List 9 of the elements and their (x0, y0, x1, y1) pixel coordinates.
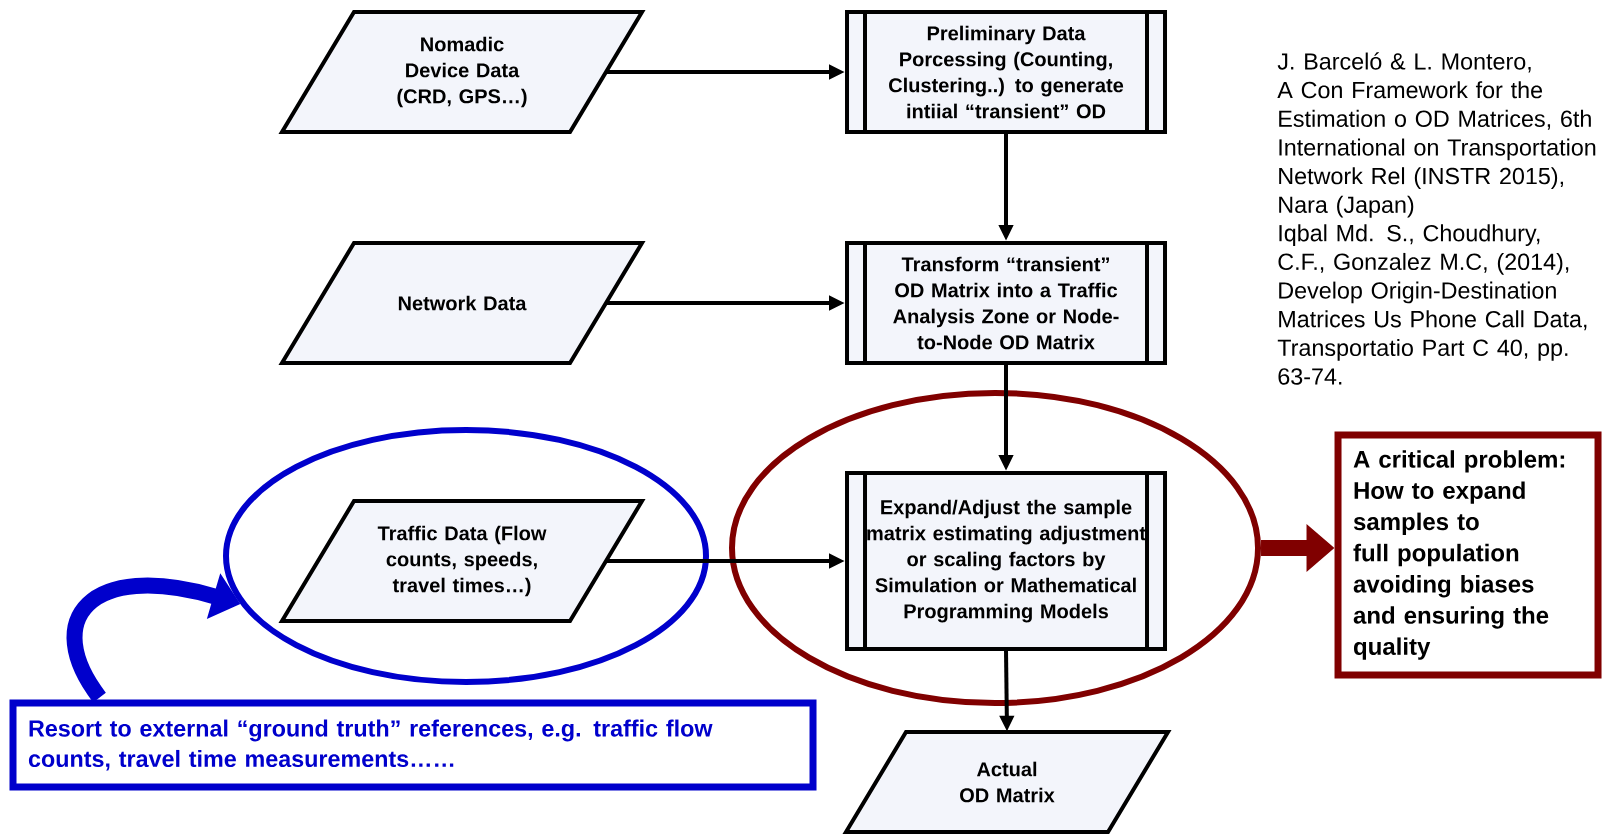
callout-box: A critical problem: How to expand samples to full population avoiding biases and ensuring the quality (1334, 431, 1602, 679)
reference-text: J. Barceló & L. Montero, A Con Framework for the Estimation o OD Matrices, 6th International on Transportation Network Rel (INSTR 2015), Nara (Japan) (1277, 52, 1596, 218)
process-box: Preliminary Data Porcessing (Counting, Clustering..) to generate intiial “transient” OD (845, 10, 1167, 134)
process-box: Transform “transient” OD Matrix into a Traffic Analysis Zone or Node-to-Node OD Matrix (845, 241, 1167, 365)
reference-text: Iqbal Md. S., Choudhury, C.F., Gonzalez M.C, (2014), Develop Origin-Destination Matrices Us Phone Call Data, Transportatio Part C 40, pp. 63-74. (1277, 224, 1587, 385)
note-box: Resort to external “ground truth” references, e.g. traffic flow counts, travel time measurements…… (9, 699, 817, 791)
highlight-ellipse (223, 427, 709, 685)
highlight-ellipse (729, 390, 1261, 706)
process-box: Expand/Adjust the sample matrix estimating adjustment or scaling factors by Simulation or Mathematical Programming Models (845, 471, 1167, 651)
